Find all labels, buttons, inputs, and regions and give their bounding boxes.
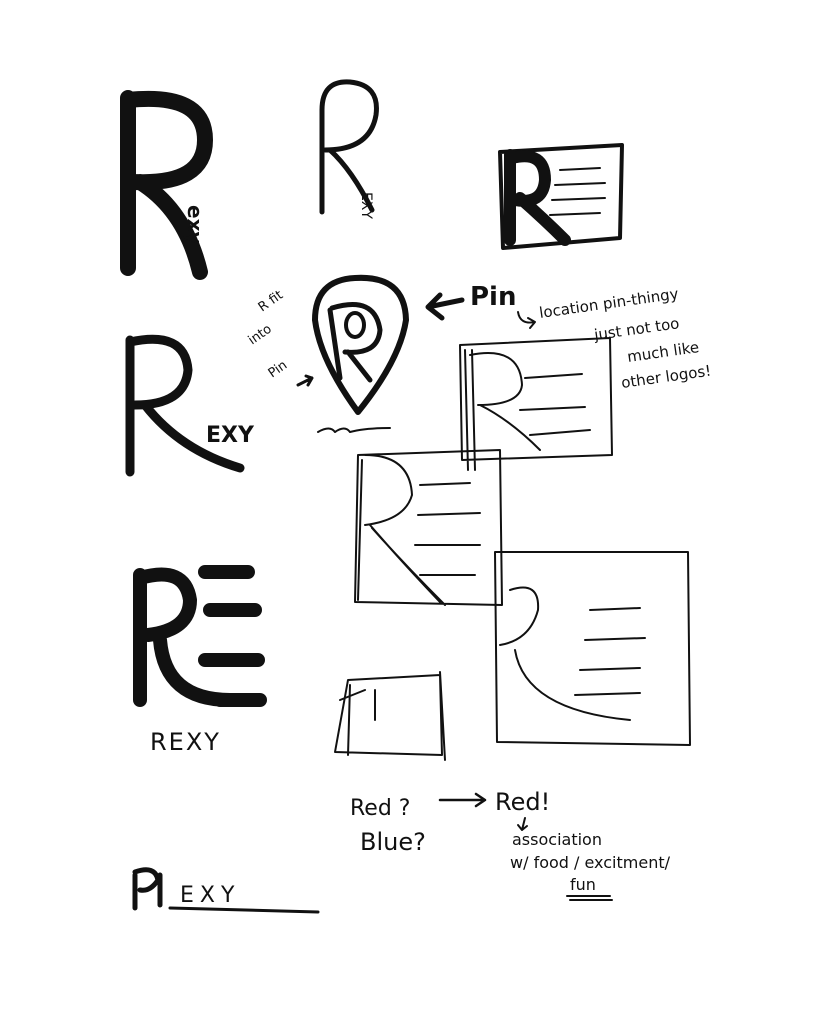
- wordmark: REXY: [150, 728, 221, 756]
- pin-description-4: other logos!: [620, 362, 712, 392]
- curved-arrow-icon: [517, 311, 536, 329]
- pin-note-line-2: into: [246, 322, 275, 349]
- logo-concept-thin-r: EXY: [319, 79, 379, 219]
- pin-description-3: much like: [626, 338, 700, 366]
- logo-concept-pin: R fit into Pin Pin location pin-thingy j…: [246, 274, 712, 433]
- color-question-blue: Blue?: [360, 828, 426, 856]
- logo-concept-boxed-r: [498, 143, 624, 250]
- color-answer: Red!: [495, 788, 550, 816]
- suffix-vertical: exy: [183, 205, 207, 245]
- logo-concept-re-lines: REXY: [133, 565, 267, 756]
- color-notes: Red ? Blue? Red! association w/ food / e…: [350, 788, 671, 901]
- suffix: EXY: [180, 883, 240, 908]
- logo-concept-r-underline: EXY: [132, 867, 320, 914]
- color-question-red: Red ?: [350, 796, 410, 821]
- reason-line-1: association: [512, 830, 602, 849]
- suffix-vertical: EXY: [358, 192, 374, 219]
- right-arrow-icon: [438, 792, 487, 808]
- down-arrow-icon: [517, 817, 528, 831]
- rough-sketches: [334, 337, 691, 761]
- pin-label: Pin: [470, 282, 516, 312]
- pin-description-2: just not too: [592, 314, 680, 344]
- suffix: EXY: [206, 423, 255, 448]
- reason-line-2: w/ food / excitment/: [510, 853, 671, 872]
- pin-note-line-3: Pin: [266, 358, 291, 381]
- reason-line-3: fun: [570, 875, 596, 894]
- logo-concept-r-vertical-exy: exy: [120, 90, 213, 280]
- logo-concept-r-exy-tail: EXY: [125, 334, 255, 477]
- left-arrow-icon: [425, 292, 465, 321]
- pin-note-line-1: R fit: [256, 288, 286, 315]
